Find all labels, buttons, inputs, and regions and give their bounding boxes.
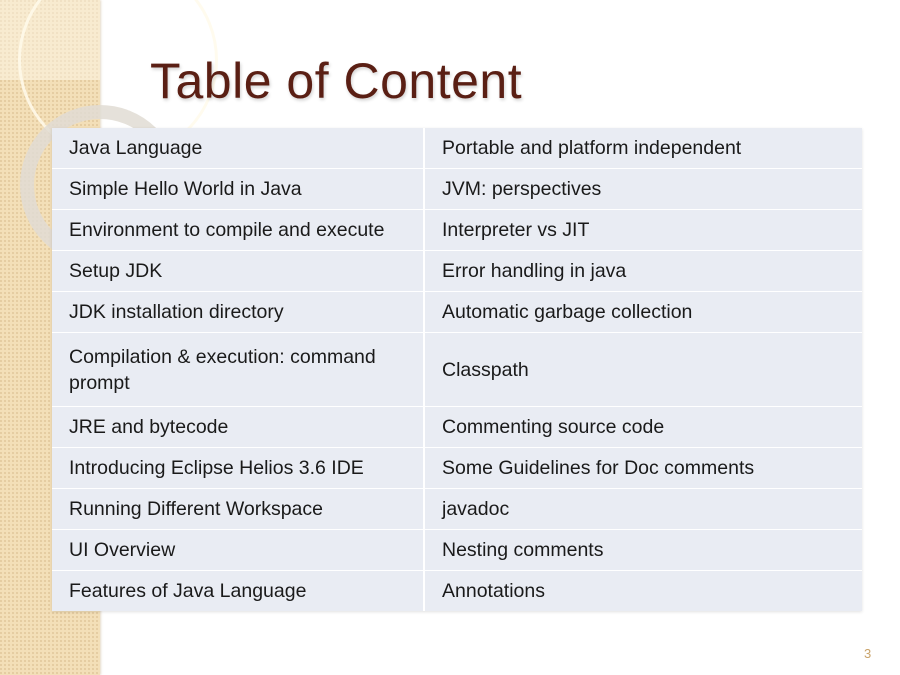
toc-item-left: Simple Hello World in Java <box>52 168 425 210</box>
table-row: Introducing Eclipse Helios 3.6 IDE Some … <box>52 447 862 489</box>
toc-item-right: Interpreter vs JIT <box>424 209 862 251</box>
slide-title: Table of Content <box>150 53 523 109</box>
table-row: Simple Hello World in Java JVM: perspect… <box>52 168 862 210</box>
toc-item-right: javadoc <box>424 488 862 530</box>
toc-item-left: UI Overview <box>52 529 425 571</box>
toc-item-right: Portable and platform independent <box>424 128 862 169</box>
toc-item-right: JVM: perspectives <box>424 168 862 210</box>
table-row: Environment to compile and execute Inter… <box>52 209 862 251</box>
toc-item-left: Introducing Eclipse Helios 3.6 IDE <box>52 447 425 489</box>
table-row: JDK installation directory Automatic gar… <box>52 291 862 333</box>
toc-item-right: Classpath <box>424 332 862 407</box>
table-row: Setup JDK Error handling in java <box>52 250 862 292</box>
table-row: JRE and bytecode Commenting source code <box>52 406 862 448</box>
table-row: UI Overview Nesting comments <box>52 529 862 571</box>
page-number: 3 <box>864 646 872 661</box>
toc-item-right: Commenting source code <box>424 406 862 448</box>
toc-item-right: Some Guidelines for Doc comments <box>424 447 862 489</box>
toc-item-right: Error handling in java <box>424 250 862 292</box>
toc-item-right: Nesting comments <box>424 529 862 571</box>
toc-item-left: Features of Java Language <box>52 570 425 611</box>
toc-item-right: Automatic garbage collection <box>424 291 862 333</box>
toc-item-left: Environment to compile and execute <box>52 209 425 251</box>
toc-item-left: JRE and bytecode <box>52 406 425 448</box>
toc-item-left: JDK installation directory <box>52 291 425 333</box>
toc-item-left: Java Language <box>52 128 425 169</box>
table-row: Running Different Workspace javadoc <box>52 488 862 530</box>
table-row: Java Language Portable and platform inde… <box>52 128 862 169</box>
toc-item-right: Annotations <box>424 570 862 611</box>
table-of-contents: Java Language Portable and platform inde… <box>52 128 862 611</box>
table-row: Compilation & execution: command prompt … <box>52 332 862 407</box>
toc-item-left: Running Different Workspace <box>52 488 425 530</box>
table-row: Features of Java Language Annotations <box>52 570 862 611</box>
toc-item-left: Setup JDK <box>52 250 425 292</box>
toc-item-left: Compilation & execution: command prompt <box>52 332 425 407</box>
